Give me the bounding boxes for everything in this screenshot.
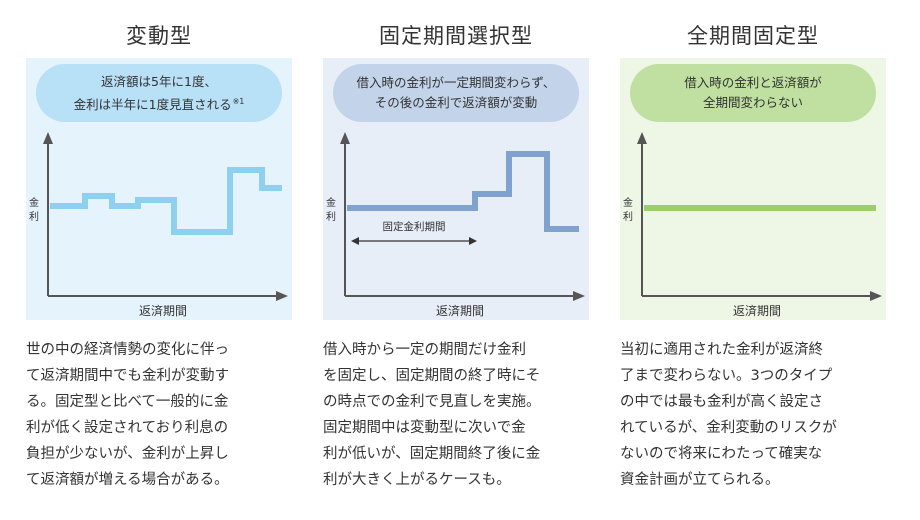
description-line: 借入時から一定の期間だけ金利	[323, 342, 526, 358]
y-axis-label: 利	[29, 211, 39, 223]
description-line: て返済期間中でも金利が変動す	[26, 368, 229, 384]
column-fixed-period-selection: 固定期間選択型 金利返済期間 固定金利期間 借入時の金利が一定期間変わらず、 その…	[323, 0, 589, 520]
description: 当初に適用された金利が返済終 了まで変わらない。3つのタイプ の中では最も金利が…	[620, 337, 890, 493]
y-axis-arrow	[340, 132, 350, 144]
rate-line	[347, 151, 579, 232]
summary-bubble: 借入時の金利が一定期間変わらず、 その後の金利で返済額が変動	[333, 64, 579, 122]
y-axis-arrow	[43, 132, 53, 144]
fixed-period-label: 固定金利期間	[383, 220, 446, 233]
summary-bubble: 借入時の金利と返済額が 全期間変わらない	[630, 64, 876, 122]
x-axis-arrow	[573, 291, 585, 301]
summary-bubble: 返済額は5年に1度、 金利は半年に1度見直される※1	[36, 64, 282, 122]
description-line: の時点での金利で見直しを実施。	[323, 394, 541, 410]
description-line: 利が低く設定されており利息の	[26, 420, 229, 436]
rate-panel: 金利返済期間 返済額は5年に1度、 金利は半年に1度見直される※1	[26, 58, 292, 320]
x-axis-label: 返済期間	[733, 303, 781, 318]
description: 世の中の経済情勢の変化に伴っ て返済期間中でも金利が変動す る。固定型と比べて一…	[26, 337, 296, 493]
footnote-mark: ※1	[232, 96, 245, 106]
description-line: 利が大きく上がるケースも。	[323, 472, 511, 488]
x-axis-label: 返済期間	[139, 303, 187, 318]
range-arrow-right	[469, 237, 477, 245]
y-axis-label: 利	[623, 211, 633, 223]
description-line: れているが、金利変動のリスクが	[620, 420, 837, 436]
y-axis-arrow	[637, 132, 647, 144]
range-arrow-left	[351, 237, 359, 245]
bubble-line: 借入時の金利と返済額が	[684, 75, 822, 90]
description-line: ないので将来にわたって確実な	[620, 446, 823, 462]
column-full-term-fixed: 全期間固定型 金利返済期間 借入時の金利と返済額が 全期間変わらない 当初に適用…	[620, 0, 886, 520]
rate-panel: 金利返済期間 固定金利期間 借入時の金利が一定期間変わらず、 その後の金利で返済額…	[323, 58, 589, 320]
description-line: 了まで変わらない。3つのタイプ	[620, 368, 833, 384]
x-axis-arrow	[870, 291, 882, 301]
y-axis-label: 利	[326, 211, 336, 223]
column-title: 変動型	[126, 24, 192, 48]
description-line: 世の中の経済情勢の変化に伴っ	[26, 342, 229, 358]
bubble-line: その後の金利で返済額が変動	[374, 95, 538, 110]
x-axis-label: 返済期間	[436, 303, 484, 318]
description-line: 利が低いが、固定期間終了後に金	[323, 446, 541, 462]
bubble-line: 返済額は5年に1度、	[101, 73, 217, 89]
column-variable-rate: 変動型 金利返済期間 返済額は5年に1度、 金利は半年に1度見直される※1 世の…	[26, 0, 292, 520]
bubble-line: 全期間変わらない	[702, 95, 803, 110]
y-axis-label: 金	[326, 196, 336, 209]
description-line: る。固定型と比べて一般的に金	[26, 394, 229, 410]
column-title: 全期間固定型	[687, 24, 819, 48]
description-line: 当初に適用された金利が返済終	[620, 342, 823, 358]
bubble-line: 金利は半年に1度見直される※1	[73, 96, 245, 112]
description-line: の中では最も金利が高く設定さ	[620, 394, 823, 410]
rate-line	[50, 167, 282, 235]
description: 借入時から一定の期間だけ金利 を固定し、固定期間の終了時にそ の時点での金利で見…	[323, 337, 593, 493]
x-axis-arrow	[276, 291, 288, 301]
description-line: 資金計画が立てられる。	[620, 472, 780, 488]
y-axis-label: 金	[29, 196, 39, 209]
y-axis-label: 金	[623, 196, 633, 209]
column-title: 固定期間選択型	[379, 24, 533, 48]
rate-panel: 金利返済期間 借入時の金利と返済額が 全期間変わらない	[620, 58, 886, 320]
description-line: 負担が少ないが、金利が上昇し	[26, 446, 229, 462]
description-line: て返済額が増える場合がある。	[26, 472, 229, 488]
description-line: を固定し、固定期間の終了時にそ	[323, 368, 541, 384]
bubble-line: 借入時の金利が一定期間変わらず、	[356, 75, 556, 90]
description-line: 固定期間中は変動型に次いで金	[323, 420, 526, 436]
